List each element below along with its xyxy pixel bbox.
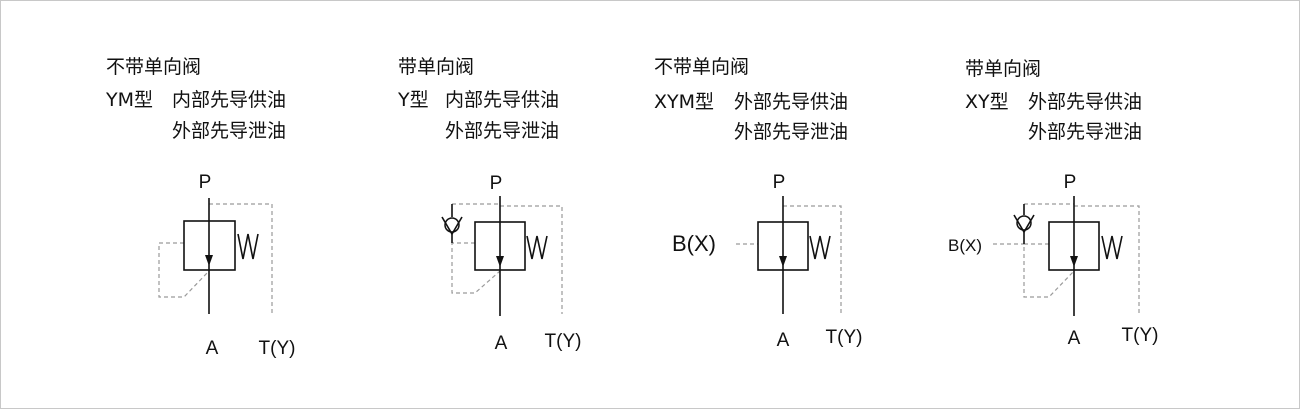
drain-pilot-line	[500, 205, 563, 314]
spring-icon	[1101, 235, 1123, 260]
panel-xym: 不带单向阀 XYM型 外部先导供油 外部先导泄油 P A T(Y) B(X)	[581, 1, 901, 410]
port-b-label: B(X)	[948, 236, 982, 255]
check-valve-label: 带单向阀	[965, 58, 1042, 80]
port-a-label: A	[777, 330, 790, 351]
port-p-label: P	[773, 172, 786, 193]
spring-icon	[809, 235, 831, 260]
port-p-label: P	[490, 173, 503, 194]
model-label: YM型	[106, 89, 153, 111]
port-t-label: T(Y)	[826, 327, 863, 348]
port-a-label: A	[206, 338, 219, 359]
port-a-label: A	[1068, 328, 1081, 349]
flow-arrow-icon	[779, 256, 787, 267]
panel-ym: 不带单向阀 YM型 内部先导供油 外部先导泄油 P A T(Y)	[1, 1, 321, 410]
drain-pilot-line	[1074, 205, 1140, 316]
check-valve-label: 带单向阀	[398, 56, 475, 78]
internal-pilot-line	[158, 242, 210, 298]
valve-symbol: P A T(Y) B(X)	[948, 172, 1159, 349]
internal-pilot-line	[451, 242, 501, 294]
internal-pilot-line	[1023, 243, 1075, 298]
flow-arrow-icon	[1070, 256, 1078, 267]
port-t-label: T(Y)	[1122, 325, 1159, 346]
check-valve-label: 不带单向阀	[654, 56, 750, 78]
pilot-supply-label: 外部先导供油	[734, 91, 849, 113]
valve-symbol: P A T(Y)	[441, 173, 582, 354]
pilot-drain-label: 外部先导泄油	[445, 120, 560, 142]
valve-symbol: P A T(Y) B(X)	[672, 172, 863, 351]
pilot-drain-label: 外部先导泄油	[1028, 121, 1143, 143]
pilot-supply-label: 内部先导供油	[172, 89, 287, 111]
pilot-supply-label: 内部先导供油	[445, 89, 560, 111]
pilot-drain-label: 外部先导泄油	[172, 120, 287, 142]
port-b-label: B(X)	[672, 231, 716, 256]
drain-pilot-line	[783, 205, 842, 316]
port-p-label: P	[199, 172, 212, 193]
spring-icon	[526, 235, 548, 260]
drain-pilot-line	[209, 203, 273, 314]
pilot-supply-label: 外部先导供油	[1028, 91, 1143, 113]
model-label: XYM型	[654, 91, 715, 113]
port-a-label: A	[495, 333, 508, 354]
spring-icon	[237, 233, 259, 260]
model-label: XY型	[965, 91, 1009, 113]
check-valve-label: 不带单向阀	[106, 56, 202, 78]
flow-arrow-icon	[205, 255, 213, 266]
panel-xy: 带单向阀 XY型 外部先导供油 外部先导泄油 P A T(Y) B(X)	[871, 1, 1191, 410]
port-t-label: T(Y)	[259, 338, 296, 359]
panel-y: 带单向阀 Y型 内部先导供油 外部先导泄油 P A T(Y)	[291, 1, 611, 410]
model-label: Y型	[398, 89, 429, 111]
pilot-drain-label: 外部先导泄油	[734, 121, 849, 143]
port-p-label: P	[1064, 172, 1077, 193]
port-t-label: T(Y)	[545, 331, 582, 352]
valve-symbol: P A T(Y)	[158, 172, 296, 359]
flow-arrow-icon	[496, 256, 504, 267]
